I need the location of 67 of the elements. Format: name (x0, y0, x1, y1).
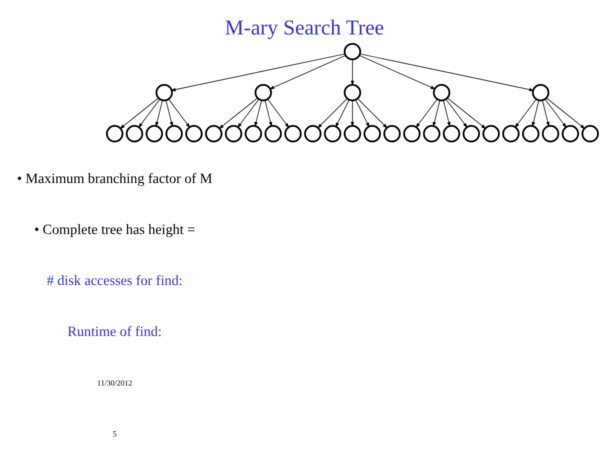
arrow (432, 99, 440, 126)
node-circle (156, 84, 173, 101)
arrow (447, 97, 486, 128)
arrow (170, 53, 346, 91)
arrow (514, 98, 537, 128)
node-circle (264, 124, 282, 142)
node-circle (364, 124, 381, 142)
label: 5 (112, 428, 117, 438)
node-circle (403, 124, 421, 142)
arrow (416, 98, 438, 128)
arrow (350, 58, 354, 86)
node-circle (284, 124, 302, 142)
arrow (237, 98, 260, 128)
node-circle (244, 124, 262, 142)
node-circle (344, 84, 362, 101)
node-circle (522, 124, 540, 142)
node-circle (432, 84, 450, 101)
node-circle (106, 124, 124, 142)
arrow (446, 98, 468, 128)
node-circle (462, 124, 480, 142)
label: Runtime of find: (68, 324, 162, 340)
node-circle (205, 124, 222, 142)
node-circle (304, 124, 322, 142)
arrow (544, 98, 567, 128)
arrow (532, 99, 540, 126)
diagram-title: M-ary Search Tree (224, 15, 384, 40)
arrow (120, 97, 159, 128)
node-circle (442, 124, 460, 142)
node-circle (146, 124, 163, 142)
node-circle (254, 84, 272, 101)
node-circle (582, 124, 599, 142)
arrow (168, 98, 190, 128)
arrow (138, 98, 160, 128)
arrow (546, 97, 586, 128)
arrow (155, 99, 163, 126)
node-circle (344, 42, 362, 60)
node-circle (165, 124, 183, 142)
arrow (335, 99, 350, 128)
node-circle (423, 124, 440, 142)
node-circle (542, 124, 560, 142)
node-circle (224, 124, 242, 142)
arrow (269, 54, 346, 89)
node-circle (532, 84, 550, 101)
node-circle (185, 124, 203, 142)
arrow (350, 100, 354, 126)
arrow (360, 53, 534, 91)
arrow (359, 54, 436, 89)
node-circle (324, 124, 342, 142)
node-circle (562, 124, 580, 142)
node-circle (344, 124, 362, 142)
arrow (542, 99, 550, 126)
arrow (267, 98, 290, 128)
arrow (254, 99, 262, 126)
label: # disk accesses for find: (46, 272, 183, 289)
arrow (317, 98, 348, 128)
arrow (166, 99, 174, 126)
arrow (357, 98, 388, 128)
label: • Complete tree has height = (34, 222, 196, 238)
node-circle (126, 124, 144, 142)
label: 11/30/2012 (97, 378, 132, 387)
arrow (355, 99, 370, 128)
arrow (218, 97, 258, 128)
node-circle (383, 124, 401, 142)
arrow (264, 99, 272, 126)
label: • Maximum branching factor of M (16, 170, 212, 187)
arrow (442, 99, 450, 126)
node-circle (502, 124, 520, 142)
